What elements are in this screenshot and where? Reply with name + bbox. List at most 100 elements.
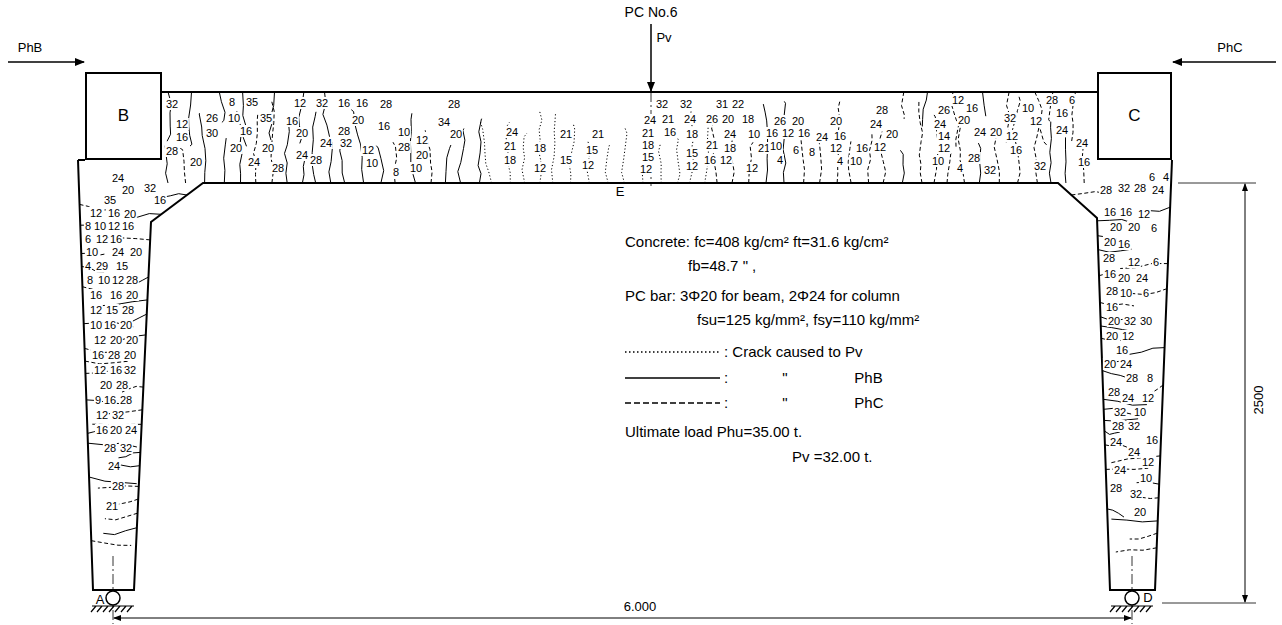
crack-load-number: 20 — [1105, 330, 1119, 342]
crack-load-number: 12 — [111, 274, 125, 286]
crack-line — [312, 112, 316, 183]
crack-line — [478, 119, 482, 183]
crack-load-number: 20 — [99, 379, 113, 391]
crack-load-number: 20 — [1127, 221, 1141, 233]
crack-load-number: 20 — [1133, 506, 1147, 518]
crack-load-number: 20 — [229, 142, 243, 154]
crack-load-number: 6 — [1150, 222, 1158, 234]
crack-load-number: 16 — [1103, 268, 1117, 280]
crack-load-number: 8 — [84, 220, 92, 232]
crack-load-number: 16 — [239, 125, 253, 137]
crack-load-number: 24 — [1055, 124, 1069, 136]
crack-load-number: 32 — [111, 409, 125, 421]
crack-load-number: 12 — [533, 162, 547, 174]
crack-load-number: 24 — [643, 114, 657, 126]
crack-load-number: 9 — [94, 394, 102, 406]
dimension-text: 2500 — [1251, 386, 1267, 415]
crack-load-number: 20 — [1109, 221, 1123, 233]
crack-load-number: 20 — [1103, 358, 1117, 370]
crack-load-number: 24 — [111, 246, 125, 258]
crack-load-number: 10 — [747, 128, 761, 140]
crack-load-number: 12 — [1141, 456, 1155, 468]
crack-line — [224, 138, 227, 183]
crack-load-number: 20 — [189, 156, 203, 168]
crack-load-number: 21 — [591, 128, 605, 140]
crack-load-number: 16 — [285, 115, 299, 127]
crack-load-number: 21 — [705, 139, 719, 151]
crack-line — [522, 133, 527, 183]
legend-text: : Crack caused to Pv — [724, 343, 862, 361]
crack-load-number: 20 — [1103, 236, 1117, 248]
crack-load-number: 24 — [1121, 392, 1135, 404]
crack-load-number: 20 — [125, 334, 139, 346]
crack-load-number: 28 — [119, 394, 133, 406]
legend-sample-dotted — [625, 351, 720, 353]
joint-block: B — [85, 72, 162, 160]
crack-load-number: 12 — [1029, 115, 1043, 127]
legend-sample-dashed — [625, 402, 720, 404]
material-note: PC bar: 3Φ20 for beam, 2Φ24 for column — [625, 287, 900, 305]
point-label: A — [96, 592, 105, 608]
dimension-line — [1245, 184, 1246, 602]
material-note: fb=48.7 " , — [688, 257, 756, 275]
crack-load-number: 32 — [1123, 315, 1137, 327]
crack-line — [922, 92, 927, 127]
block-letter: C — [1128, 106, 1140, 126]
crack-load-number: 16 — [1103, 206, 1117, 218]
crack-pattern — [80, 92, 1171, 552]
crack-load-number: 20 — [295, 127, 309, 139]
crack-line — [285, 126, 290, 183]
crack-load-number: 28 — [1111, 420, 1125, 432]
crack-line — [445, 145, 451, 183]
crack-load-number: 24 — [1113, 464, 1127, 476]
crack-load-number: 12 — [745, 162, 759, 174]
crack-load-number: 15 — [105, 304, 119, 316]
crack-load-number: 20 — [415, 149, 429, 161]
crack-load-number: 20 — [109, 424, 123, 436]
crack-load-number: 32 — [165, 98, 179, 110]
crack-load-number: 24 — [723, 128, 737, 140]
crack-load-number: 15 — [641, 151, 655, 163]
crack-line — [983, 92, 986, 116]
crack-line — [254, 115, 258, 183]
crack-load-number: 32 — [1117, 182, 1131, 194]
joint-block: C — [1097, 72, 1172, 160]
crack-load-number: 12 — [1127, 256, 1141, 268]
crack-load-number: 18 — [723, 142, 737, 154]
crack-line — [103, 528, 137, 535]
crack-load-number: 12 — [719, 154, 733, 166]
crack-load-number: 6 — [1152, 256, 1160, 268]
crack-load-number: 16 — [1105, 301, 1119, 313]
crack-load-number: 12 — [1137, 208, 1151, 220]
crack-load-number: 6 — [1148, 171, 1156, 183]
roller-support — [1125, 591, 1139, 605]
crack-load-number: 16 — [109, 364, 123, 376]
crack-load-number: 28 — [379, 98, 393, 110]
crack-load-number: 20 — [123, 208, 137, 220]
crack-load-number: 12 — [1141, 392, 1155, 404]
crack-load-number: 16 — [1119, 206, 1133, 218]
crack-load-number: 16 — [355, 97, 369, 109]
crack-load-number: 32 — [1127, 420, 1141, 432]
load-arrow — [650, 24, 652, 91]
crack-load-number: 12 — [93, 334, 107, 346]
legend-text: : " PhC — [724, 394, 884, 412]
crack-load-number: 16 — [95, 424, 109, 436]
crack-load-number: 24 — [505, 126, 519, 138]
crack-load-number: 16 — [663, 126, 677, 138]
crack-load-number: 10 — [849, 155, 863, 167]
crack-load-number: 10 — [227, 112, 241, 124]
load-arrow — [1173, 61, 1276, 63]
crack-load-number: 8 — [1146, 372, 1154, 384]
crack-load-number: 28 — [1125, 372, 1139, 384]
crack-line — [1130, 533, 1158, 539]
crack-load-number: 24 — [933, 118, 947, 130]
crack-load-number: 15 — [585, 144, 599, 156]
crack-load-number: 16 — [1145, 434, 1159, 446]
crack-load-number: 28 — [1105, 285, 1119, 297]
crack-load-number: 34 — [437, 116, 451, 128]
load-note: Pv =32.00 t. — [792, 448, 872, 466]
dimension-tick — [1162, 183, 1256, 603]
crack-load-number: 21 — [503, 140, 517, 152]
legend-sample-solid — [625, 377, 720, 379]
